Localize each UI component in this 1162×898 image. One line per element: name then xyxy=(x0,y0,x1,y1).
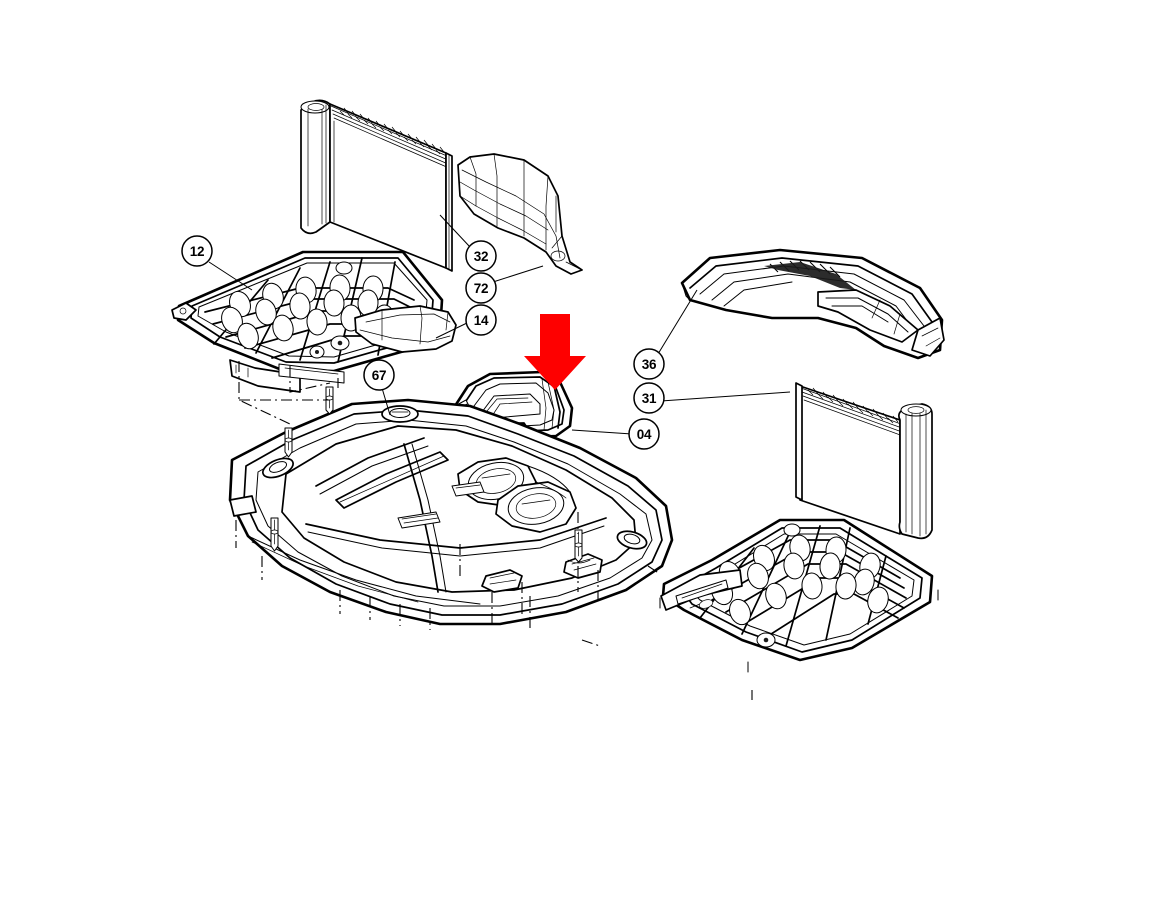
assembly-fasteners xyxy=(235,361,753,700)
callout-ring-32 xyxy=(465,240,497,272)
red-down-arrow xyxy=(524,314,586,390)
lamp-recess-right xyxy=(495,481,577,533)
callout-leader-lines xyxy=(208,214,791,435)
callout-36[interactable]: 36 xyxy=(633,348,665,380)
part-main-headliner-panel xyxy=(228,398,674,626)
callout-number-36: 36 xyxy=(642,357,657,372)
part-rear-trim-cover xyxy=(680,248,945,360)
callout-number-04: 04 xyxy=(637,427,652,442)
mount-pad-top xyxy=(381,405,419,423)
callout-leader-31 xyxy=(660,391,791,402)
part-guide-rail-trim xyxy=(457,153,583,275)
callout-04[interactable]: 04 xyxy=(628,418,660,450)
mount-pad-left xyxy=(262,457,294,479)
bracket-center xyxy=(481,569,523,593)
callout-67[interactable]: 67 xyxy=(363,359,395,391)
callout-ring-04 xyxy=(628,418,660,450)
fastener-pin-b xyxy=(284,427,293,458)
callout-leader-32 xyxy=(439,214,471,248)
part-sunshade-roller-blind-left xyxy=(300,99,453,272)
fastener-pin-c xyxy=(270,517,279,552)
callout-number-72: 72 xyxy=(474,281,488,296)
callout-leader-36 xyxy=(657,289,698,355)
callout-leader-04 xyxy=(571,429,633,435)
callout-leader-67 xyxy=(381,387,391,416)
part-sunshade-roller-blind-right xyxy=(795,382,933,540)
part-side-trim-molding-left xyxy=(354,305,457,353)
mount-pad-right xyxy=(616,530,648,550)
callout-number-12: 12 xyxy=(190,244,204,259)
callout-number-67: 67 xyxy=(372,368,386,383)
callout-ring-36 xyxy=(633,348,665,380)
callout-12[interactable]: 12 xyxy=(181,235,213,267)
callout-ring-67 xyxy=(363,359,395,391)
callout-number-32: 32 xyxy=(474,249,488,264)
callout-number-14: 14 xyxy=(474,313,489,328)
part-roof-liner-frame-right xyxy=(659,518,939,673)
callout-ring-72 xyxy=(465,272,497,304)
callout-leader-14 xyxy=(435,321,470,339)
callout-72[interactable]: 72 xyxy=(465,272,497,304)
assembly-pin-right xyxy=(567,529,591,564)
callout-14[interactable]: 14 xyxy=(465,304,497,336)
callout-bubbles: 12 32 72 14 67 36 31 04 xyxy=(181,235,665,450)
callout-leader-72 xyxy=(492,265,544,283)
callout-number-31: 31 xyxy=(642,391,657,406)
callout-ring-14 xyxy=(465,304,497,336)
callout-31[interactable]: 31 xyxy=(633,382,665,414)
callout-32[interactable]: 32 xyxy=(465,240,497,272)
callout-ring-31 xyxy=(633,382,665,414)
callout-leader-12 xyxy=(208,261,253,291)
callout-ring-12 xyxy=(181,235,213,267)
